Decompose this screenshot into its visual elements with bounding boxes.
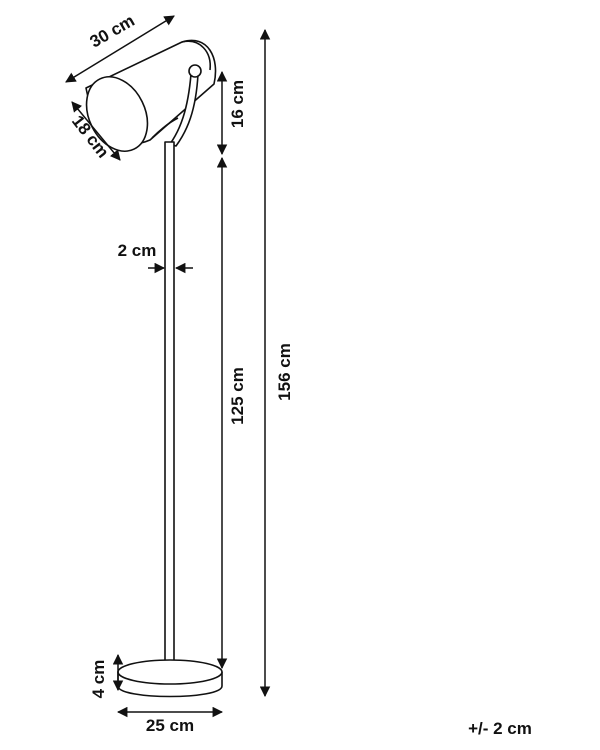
lamp-yoke — [151, 64, 202, 147]
base-height-label: 4 cm — [89, 660, 108, 699]
tolerance-note: +/- 2 cm — [468, 719, 532, 738]
shade-diameter-arrow — [71, 101, 121, 161]
base-diameter-label: 25 cm — [146, 716, 194, 735]
lamp-pole — [164, 141, 175, 668]
shade-length-label: 30 cm — [87, 11, 138, 52]
lamp-base — [117, 659, 223, 698]
total-height-label: 156 cm — [275, 343, 294, 401]
pole-diameter-label: 2 cm — [118, 241, 157, 260]
head-height-label: 16 cm — [228, 80, 247, 128]
dimension-arrows — [65, 15, 271, 718]
shade-length-arrow — [65, 15, 175, 83]
pole-height-label: 125 cm — [228, 367, 247, 425]
